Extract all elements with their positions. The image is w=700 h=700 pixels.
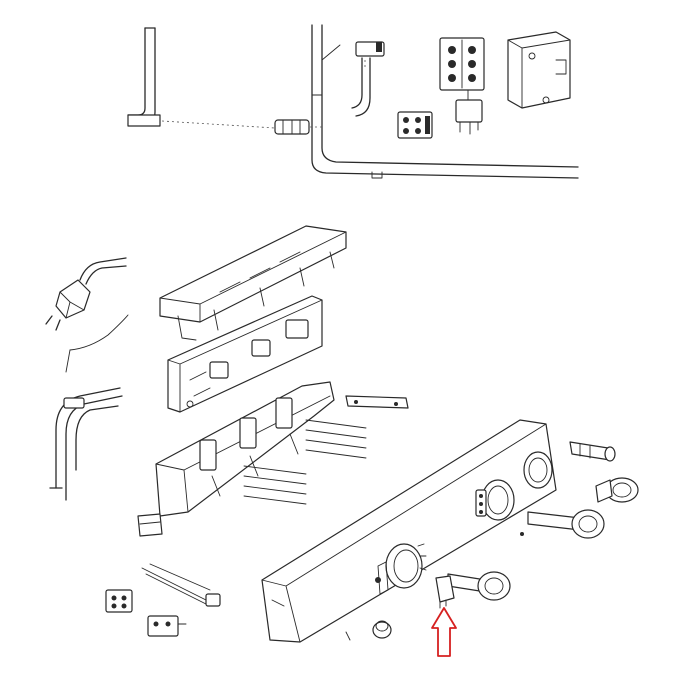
cabinet-corner-assembly [311, 24, 579, 179]
inlet-hoses [49, 387, 123, 501]
highlight-arrow-up-icon [431, 607, 457, 657]
drain-hose-tube [127, 27, 276, 129]
pcb-board-lower [155, 381, 367, 517]
power-cord-plug [45, 257, 127, 331]
small-clip [137, 513, 163, 537]
terminal-block-lower [397, 111, 433, 139]
capacitor-box [507, 31, 571, 109]
knob-right-upper [595, 477, 639, 503]
relay-component [455, 89, 483, 135]
knob-shaft-lower [447, 571, 511, 601]
small-knob-base [345, 620, 392, 641]
wire-lead [65, 314, 129, 373]
hose-connector [274, 119, 322, 135]
spin-knob-mount [523, 451, 553, 489]
control-panel-switch-tab[interactable] [435, 575, 455, 609]
knob-shaft-middle [520, 509, 605, 539]
temperature-knob-mount [475, 479, 515, 521]
indicator-light-pin [569, 441, 616, 462]
pressure-switch-hose [351, 41, 385, 117]
control-module-cover [159, 225, 347, 341]
control-panel-fascia [261, 419, 557, 643]
mounting-bracket [345, 395, 409, 409]
pcb-board-middle [167, 295, 323, 413]
connector-block-b [147, 615, 187, 637]
connector-block-a [105, 589, 133, 613]
panel-indicator-window [377, 561, 389, 595]
program-selector-knob [375, 543, 427, 589]
terminal-block-upper [439, 37, 485, 91]
wiring-harness-lower [141, 563, 221, 607]
